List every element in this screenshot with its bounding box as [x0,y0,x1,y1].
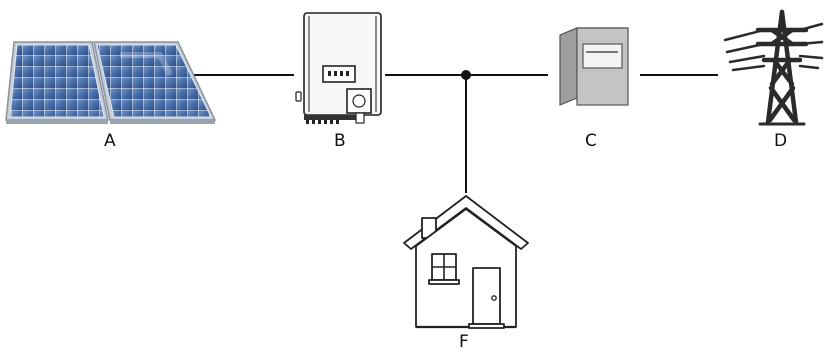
power-tower-icon [723,9,824,126]
junction-dot [461,70,471,80]
inverter-junction-box [346,88,372,114]
label-c: C [585,131,597,151]
label-f: F [459,332,469,352]
connection-lines [190,74,718,193]
label-d: D [774,131,788,151]
solar-panels-icon [5,41,217,124]
meter-window [582,43,623,69]
label-a: A [104,131,116,151]
meter-icon [559,27,629,106]
label-b: B [334,131,346,151]
house-icon [403,195,529,329]
inverter-icon [295,12,382,124]
house-roof [403,195,529,250]
inverter-display [322,65,356,83]
